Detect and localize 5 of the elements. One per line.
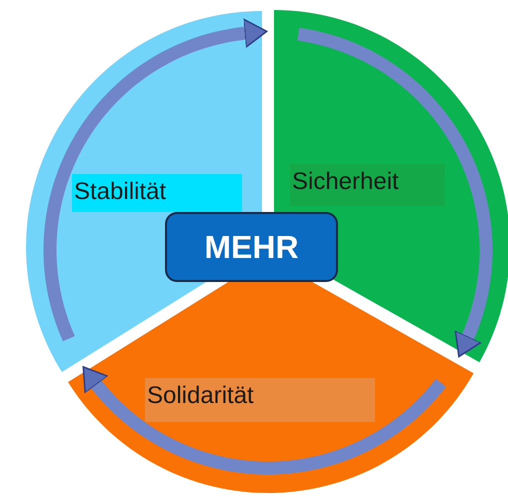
sector-label: Stabilität: [72, 174, 242, 212]
sector-label: Sicherheit: [290, 164, 445, 206]
center-box: [165, 212, 338, 282]
sector-label: Solidarität: [144, 378, 375, 422]
center-label: MEHR: [204, 228, 299, 266]
